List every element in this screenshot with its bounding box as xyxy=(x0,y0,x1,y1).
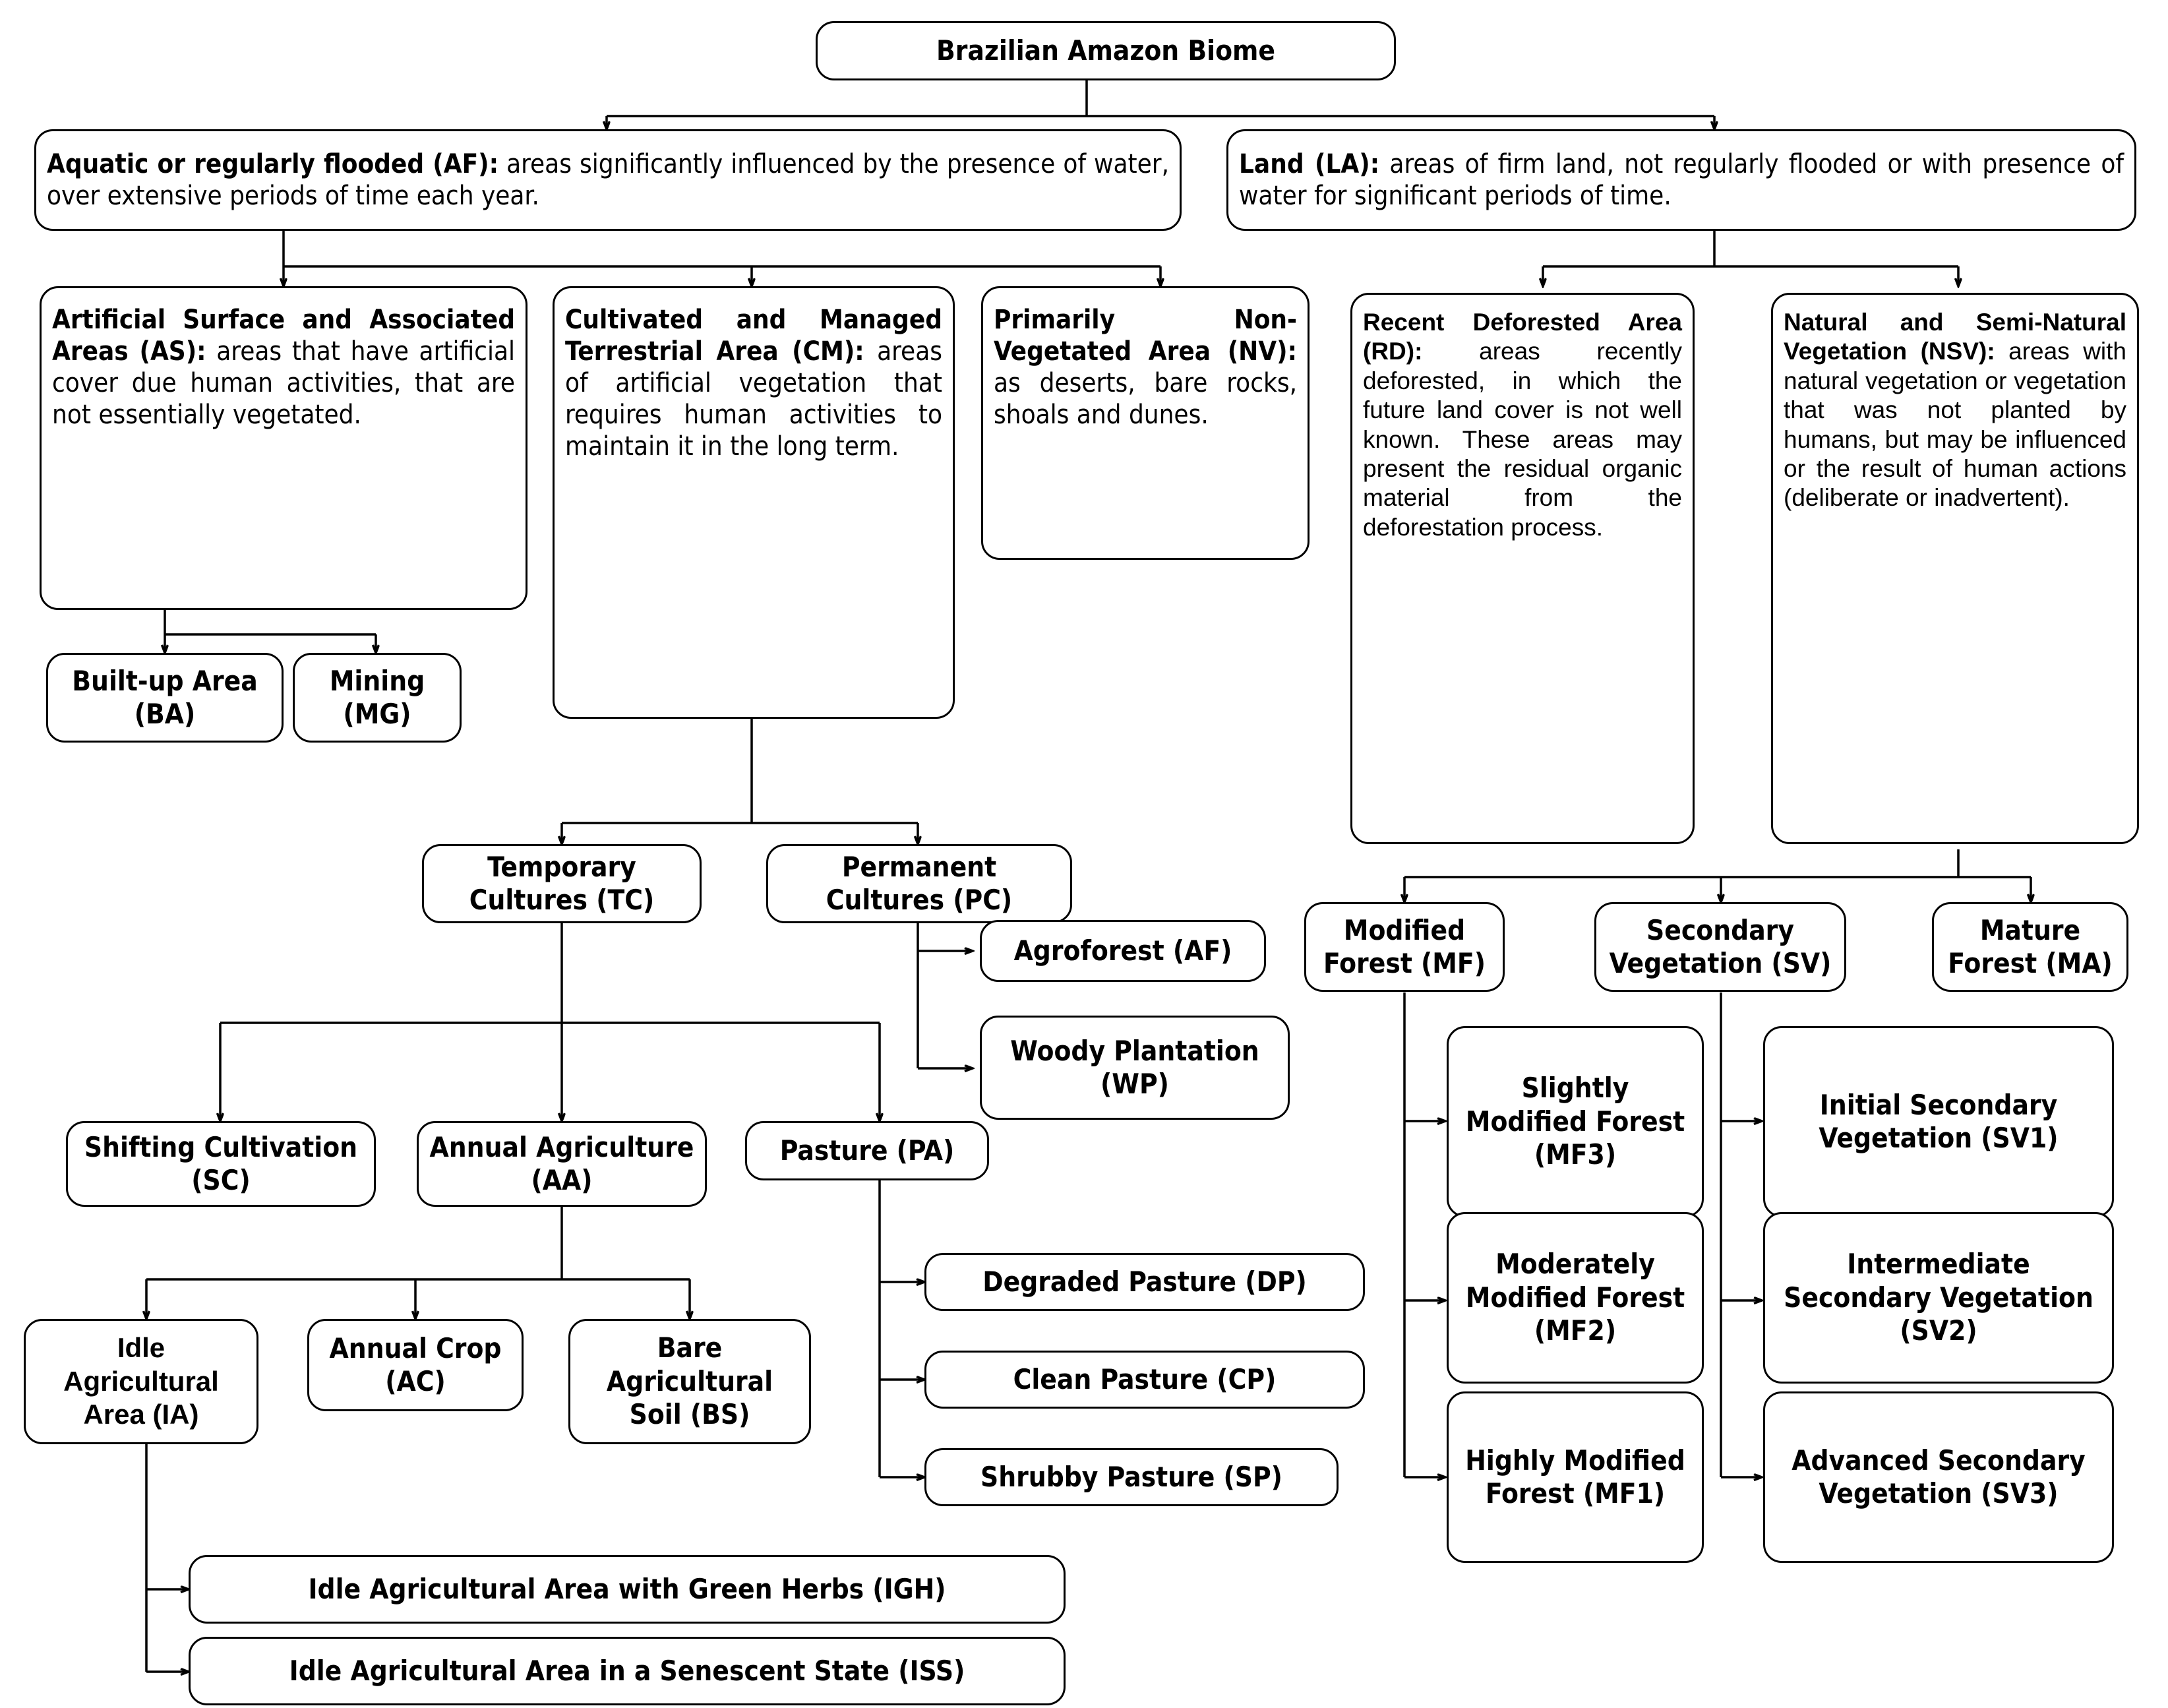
node-sv-label: Secondary Vegetation (SV) xyxy=(1609,913,1832,979)
node-agroforest[interactable]: Agroforest (AF) xyxy=(980,920,1266,982)
node-mf2[interactable]: Moderately Modified Forest (MF2) xyxy=(1447,1212,1704,1384)
node-mf1[interactable]: Highly Modified Forest (MF1) xyxy=(1447,1391,1704,1563)
node-ba-label: Built-up Area (BA) xyxy=(72,664,258,730)
node-dp-label: Degraded Pasture (DP) xyxy=(982,1265,1307,1298)
node-pa[interactable]: Pasture (PA) xyxy=(745,1121,989,1180)
node-sv2-label: Intermediate Secondary Vegetation (SV2) xyxy=(1784,1248,2093,1347)
node-sp[interactable]: Shrubby Pasture (SP) xyxy=(924,1448,1339,1506)
node-mf2-label: Moderately Modified Forest (MF2) xyxy=(1465,1248,1685,1347)
node-ia[interactable]: Idle Agricultural Area (IA) xyxy=(24,1319,258,1444)
node-sv3[interactable]: Advanced Secondary Vegetation (SV3) xyxy=(1763,1391,2114,1563)
node-aa-label: Annual Agriculture (AA) xyxy=(429,1130,694,1196)
node-la[interactable]: Land (LA): areas of firm land, not regul… xyxy=(1226,129,2136,231)
node-af-code: Aquatic or regularly flooded (AF): xyxy=(47,149,498,179)
node-sv3-label: Advanced Secondary Vegetation (SV3) xyxy=(1792,1444,2086,1510)
node-la-code: Land (LA): xyxy=(1239,149,1380,179)
node-mf1-label: Highly Modified Forest (MF1) xyxy=(1465,1444,1685,1510)
node-mf[interactable]: Modified Forest (MF) xyxy=(1304,902,1505,992)
node-nv[interactable]: Primarily Non-Vegetated Area (NV): as de… xyxy=(981,286,1310,560)
node-ma[interactable]: Mature Forest (MA) xyxy=(1932,902,2128,992)
node-ba[interactable]: Built-up Area (BA) xyxy=(46,653,284,743)
node-nv-code: Primarily Non-Vegetated Area (NV): xyxy=(994,305,1297,367)
node-sv1-label: Initial Secondary Vegetation (SV1) xyxy=(1819,1088,2059,1154)
node-nsv[interactable]: Natural and Semi-Natural Vegetation (NSV… xyxy=(1771,293,2139,844)
node-tc[interactable]: Temporary Cultures (TC) xyxy=(422,844,702,923)
node-cp-label: Clean Pasture (CP) xyxy=(1013,1362,1277,1395)
node-rd-code: Recent Deforested Area (RD): xyxy=(1363,309,1682,365)
node-igh-label: Idle Agricultural Area with Green Herbs … xyxy=(308,1572,946,1605)
node-rd-text: areas recently deforested, in which the … xyxy=(1363,338,1682,541)
node-af-text: areas significantly influenced by the pr… xyxy=(47,149,1170,211)
node-sc-label: Shifting Cultivation (SC) xyxy=(84,1130,358,1196)
node-as-text: areas that have artificial cover due hum… xyxy=(52,336,516,430)
node-ac[interactable]: Annual Crop (AC) xyxy=(307,1319,524,1411)
node-sp-label: Shrubby Pasture (SP) xyxy=(980,1460,1282,1493)
node-mg-label: Mining (MG) xyxy=(329,664,425,730)
node-cp[interactable]: Clean Pasture (CP) xyxy=(924,1351,1365,1409)
node-sv[interactable]: Secondary Vegetation (SV) xyxy=(1594,902,1846,992)
node-cm[interactable]: Cultivated and Managed Terrestrial Area … xyxy=(553,286,955,719)
node-igh[interactable]: Idle Agricultural Area with Green Herbs … xyxy=(189,1555,1066,1624)
node-root[interactable]: Brazilian Amazon Biome xyxy=(816,21,1396,80)
node-as[interactable]: Artificial Surface and Associated Areas … xyxy=(40,286,527,610)
node-tc-label: Temporary Cultures (TC) xyxy=(469,850,655,916)
node-iss-label: Idle Agricultural Area in a Senescent St… xyxy=(289,1654,965,1687)
node-sc[interactable]: Shifting Cultivation (SC) xyxy=(66,1121,376,1207)
node-iss[interactable]: Idle Agricultural Area in a Senescent St… xyxy=(189,1637,1066,1705)
node-pa-label: Pasture (PA) xyxy=(779,1134,955,1167)
node-pc[interactable]: Permanent Cultures (PC) xyxy=(766,844,1072,923)
node-sv1[interactable]: Initial Secondary Vegetation (SV1) xyxy=(1763,1026,2114,1217)
node-root-label: Brazilian Amazon Biome xyxy=(936,34,1276,67)
node-ia-label: Idle Agricultural Area (IA) xyxy=(63,1332,219,1430)
node-dp[interactable]: Degraded Pasture (DP) xyxy=(924,1253,1365,1311)
node-cm-code: Cultivated and Managed Terrestrial Area … xyxy=(565,305,942,367)
node-woody-plantation-label: Woody Plantation (WP) xyxy=(1010,1034,1259,1100)
node-ac-label: Annual Crop (AC) xyxy=(329,1331,502,1397)
node-bs-label: Bare Agricultural Soil (BS) xyxy=(606,1331,773,1431)
node-as-code: Artificial Surface and Associated Areas … xyxy=(52,305,515,367)
node-mf-label: Modified Forest (MF) xyxy=(1323,913,1486,979)
node-woody-plantation[interactable]: Woody Plantation (WP) xyxy=(980,1016,1290,1120)
node-mf3-label: Slightly Modified Forest (MF3) xyxy=(1465,1072,1685,1171)
node-rd[interactable]: Recent Deforested Area (RD): areas recen… xyxy=(1350,293,1695,844)
node-mg[interactable]: Mining (MG) xyxy=(293,653,462,743)
node-nsv-text: areas with natural vegetation or vegetat… xyxy=(1784,338,2126,512)
node-sv2[interactable]: Intermediate Secondary Vegetation (SV2) xyxy=(1763,1212,2114,1384)
node-nsv-code: Natural and Semi-Natural Vegetation (NSV… xyxy=(1784,309,2126,365)
node-af[interactable]: Aquatic or regularly flooded (AF): areas… xyxy=(34,129,1182,231)
node-nv-text: as deserts, bare rocks, shoals and dunes… xyxy=(994,368,1297,430)
node-pc-label: Permanent Cultures (PC) xyxy=(826,850,1013,916)
node-cm-text: areas of artificial vegetation that requ… xyxy=(565,336,942,462)
node-la-text: areas of firm land, not regularly floode… xyxy=(1239,149,2124,211)
node-bs[interactable]: Bare Agricultural Soil (BS) xyxy=(568,1319,811,1444)
node-aa[interactable]: Annual Agriculture (AA) xyxy=(417,1121,707,1207)
node-mf3[interactable]: Slightly Modified Forest (MF3) xyxy=(1447,1026,1704,1217)
node-agroforest-label: Agroforest (AF) xyxy=(1013,934,1232,967)
node-ma-label: Mature Forest (MA) xyxy=(1948,913,2113,979)
